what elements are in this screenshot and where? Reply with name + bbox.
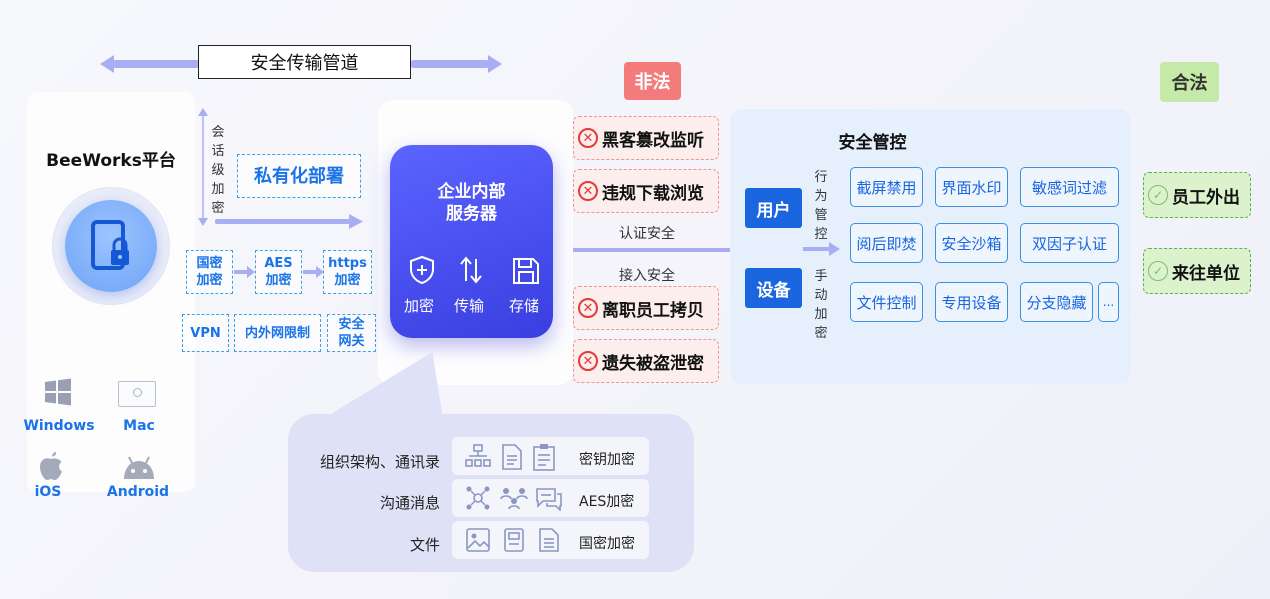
os-android-label: Android (106, 484, 170, 500)
auth-security-label: 认证安全 (619, 226, 675, 242)
server-function-store: 存储 (508, 297, 539, 315)
control-arrow (803, 242, 840, 256)
chat-bubble-icon (535, 487, 563, 515)
bubble-row-message-label: 沟通消息 (379, 494, 440, 512)
org-chart-icon (465, 444, 491, 472)
image-file-icon (465, 527, 491, 557)
network-nodes-icon (465, 485, 491, 515)
control-two-factor: 双因子认证 (1020, 223, 1119, 263)
server-function-encrypt: 加密 (403, 297, 434, 315)
session-vertical-arrow (198, 108, 208, 226)
shield-icon (408, 255, 436, 289)
threat-download: ✕违规下载浏览 (573, 169, 719, 213)
mac-icon (118, 381, 156, 407)
mobile-device-icon (65, 200, 157, 292)
pipe-label: 安全传输管道 (198, 45, 411, 79)
guomi-encryption-box: 国密 加密 (186, 250, 233, 294)
windows-icon (43, 378, 73, 410)
threat-ex-employee: ✕离职员工拷贝 (573, 286, 719, 330)
access-security-label: 接入安全 (619, 268, 675, 284)
transfer-icon (458, 255, 484, 289)
security-control-title: 安全管控 (838, 133, 907, 153)
control-more: ... (1098, 282, 1119, 322)
actor-user: 用户 (745, 188, 802, 228)
control-burn-after-read: 阅后即焚 (850, 223, 923, 263)
close-circle-icon: ✕ (578, 351, 598, 371)
control-screenshot-disable: 截屏禁用 (850, 167, 923, 207)
os-ios-label: iOS (34, 484, 62, 500)
control-sandbox: 安全沙箱 (935, 223, 1008, 263)
control-branch-hide: 分支隐藏 (1020, 282, 1093, 322)
manual-encryption-label: 手 动 加 密 (814, 269, 828, 341)
threat-lost-stolen: ✕遗失被盗泄密 (573, 339, 719, 383)
server-card (390, 145, 553, 338)
server-function-transfer: 传输 (453, 297, 484, 315)
user-group-icon (500, 486, 528, 514)
os-mac-label: Mac (123, 418, 155, 434)
bubble-row-file-method: 国密加密 (579, 536, 635, 552)
server-title: 企业内部 服务器 (437, 182, 506, 224)
vpn-box: VPN (182, 314, 229, 352)
platform-title: BeeWorks平台 (46, 151, 176, 171)
close-circle-icon: ✕ (578, 181, 598, 201)
deploy-arrow (215, 214, 363, 229)
illegal-tag: 非法 (624, 62, 681, 100)
aes-encryption-box: AES 加密 (255, 250, 302, 294)
legal-partner: ✓来往单位 (1143, 248, 1251, 294)
clipboard-icon (532, 443, 556, 475)
protocol-arrow-2 (303, 266, 324, 278)
apple-icon (37, 450, 65, 486)
save-icon (511, 256, 541, 290)
check-circle-icon: ✓ (1148, 185, 1168, 205)
document-icon (500, 444, 524, 474)
bubble-row-file-label: 文件 (409, 536, 440, 554)
pipe-line-left (112, 60, 200, 68)
legal-employee-out: ✓员工外出 (1143, 172, 1251, 218)
protocol-arrow-1 (234, 266, 255, 278)
https-encryption-box: https 加密 (323, 250, 372, 294)
close-circle-icon: ✕ (578, 298, 598, 318)
bubble-row-file-icons (452, 521, 649, 559)
network-limit-box: 内外网限制 (234, 314, 321, 352)
actor-device: 设备 (745, 268, 802, 308)
bubble-row-message-method: AES加密 (579, 494, 635, 510)
pipe-arrow-left (100, 55, 114, 73)
bubble-row-org-method: 密钥加密 (579, 452, 635, 468)
close-circle-icon: ✕ (578, 128, 598, 148)
control-sensitive-words: 敏感词过滤 (1020, 167, 1119, 207)
pipe-line-right (410, 60, 490, 68)
control-file-control: 文件控制 (850, 282, 923, 322)
threat-hacker: ✕黑客篡改监听 (573, 116, 719, 160)
bubble-row-message-icons (452, 479, 649, 517)
check-circle-icon: ✓ (1148, 261, 1168, 281)
archive-file-icon (503, 527, 525, 557)
os-windows-label: Windows (23, 418, 95, 434)
private-deploy-box: 私有化部署 (237, 154, 361, 198)
control-dedicated-device: 专用设备 (935, 282, 1008, 322)
control-watermark: 界面水印 (935, 167, 1008, 207)
session-encryption-label: 会 话 级 加 密 (211, 125, 225, 216)
security-gateway-box: 安全 网关 (327, 314, 376, 352)
pipe-arrow-right (488, 55, 502, 73)
behavior-control-label: 行 为 管 控 (814, 170, 828, 242)
legal-tag: 合法 (1160, 62, 1219, 102)
bubble-tail (327, 352, 488, 416)
android-icon (120, 455, 158, 485)
bubble-row-org-label: 组织架构、通讯录 (319, 453, 440, 471)
text-file-icon (538, 527, 560, 557)
